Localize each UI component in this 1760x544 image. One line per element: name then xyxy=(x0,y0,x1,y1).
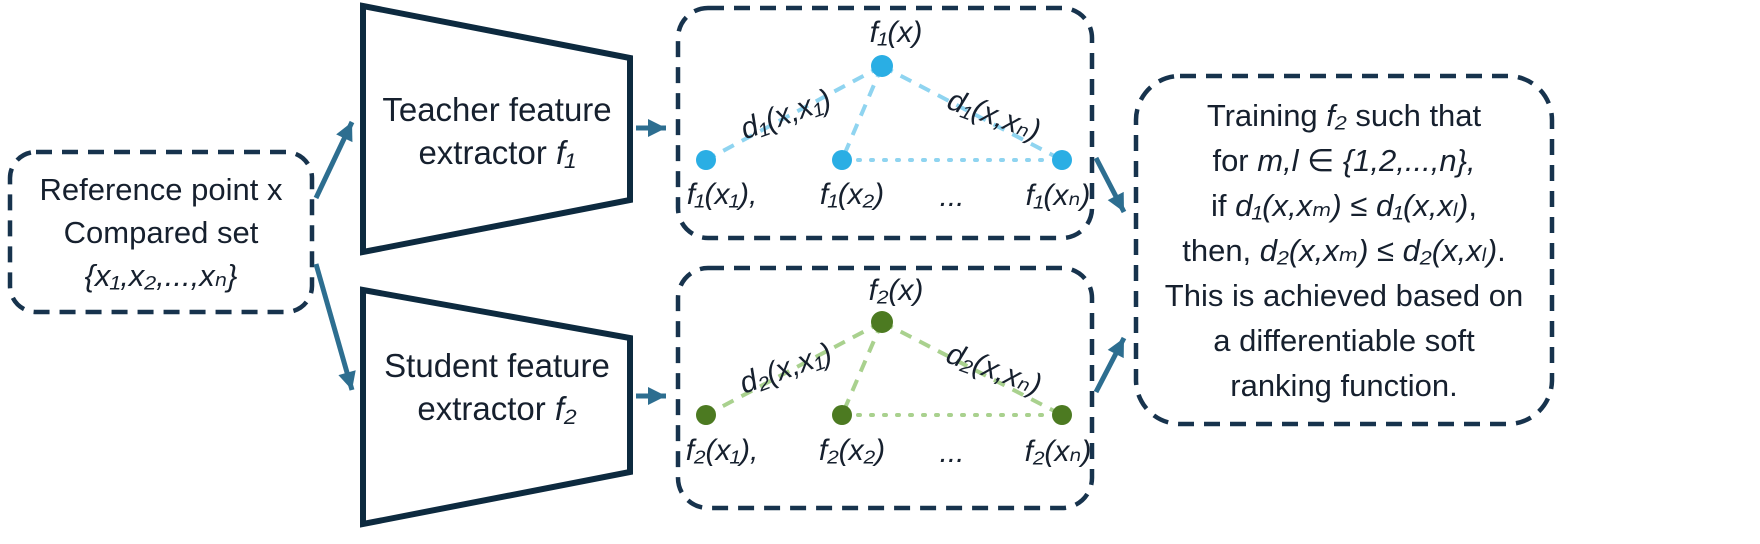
objective-line: if d₁(x,xₘ) ≤ d₁(x,xₗ), xyxy=(1210,187,1478,223)
teacher-apex-label: f₁(x) xyxy=(869,16,923,49)
teacher-point-label-1: f₁(x₁), xyxy=(686,178,758,211)
teacher-point-ellipsis: ... xyxy=(939,180,965,213)
teacher-embedding-box-outline xyxy=(675,5,1095,241)
student-point-label-n: f₂(xₙ) xyxy=(1024,435,1092,468)
student-edge-to-xn xyxy=(881,320,1063,417)
input-box-line: {x₁,x₂,...,xₙ} xyxy=(84,257,238,293)
arrow-input-to-student xyxy=(313,263,356,391)
student-apex-label: f₂(x) xyxy=(868,274,924,307)
input-box: Reference point x Compared set {x₁,x₂,..… xyxy=(10,152,312,312)
student-embedding-box-outline xyxy=(675,265,1095,511)
objective-line: This is achieved based on xyxy=(1164,277,1524,313)
teacher-extractor-line2: extractor f₁ xyxy=(418,134,576,171)
student-extractor-label: Student feature extractor f₂ xyxy=(367,344,627,430)
student-point-ellipsis: ... xyxy=(939,436,965,469)
student-point-label-1: f₂(x₁), xyxy=(685,434,759,467)
teacher-point-n xyxy=(1052,150,1072,170)
teacher-apex-point xyxy=(871,55,893,77)
objective-box: Training f₂ such that for m,l ∈ {1,2,...… xyxy=(1136,76,1552,424)
input-box-line: Reference point x xyxy=(39,171,283,207)
objective-line: a differentiable soft xyxy=(1213,322,1475,358)
teacher-extractor-label: Teacher feature extractor f₁ xyxy=(367,88,627,174)
student-apex-point xyxy=(871,311,893,333)
student-point-1 xyxy=(696,405,716,425)
objective-line: ranking function. xyxy=(1230,367,1458,403)
student-edge-to-x2 xyxy=(840,321,884,416)
objective-line: then, d₂(x,xₘ) ≤ d₂(x,xₗ). xyxy=(1182,232,1506,268)
student-point-2 xyxy=(832,405,852,425)
teacher-edge-to-xn xyxy=(881,64,1063,162)
student-extractor-shape xyxy=(360,286,633,528)
arrow-student-embedding-to-objective xyxy=(1093,336,1127,394)
teacher-point-label-2: f₁(x₂) xyxy=(819,178,885,211)
student-extractor-line1: Student feature xyxy=(384,347,610,384)
teacher-extractor-shape xyxy=(360,2,633,256)
student-extractor-line2: extractor f₂ xyxy=(417,390,577,427)
student-point-label-2: f₂(x₂) xyxy=(818,434,886,467)
teacher-edge-to-x2 xyxy=(840,65,884,161)
teacher-extractor-line1: Teacher feature xyxy=(382,91,612,128)
teacher-point-1 xyxy=(696,150,716,170)
input-box-line: Compared set xyxy=(63,214,259,250)
objective-box-outline xyxy=(1133,73,1555,427)
teacher-point-label-n: f₁(xₙ) xyxy=(1025,179,1091,212)
arrow-teacher-embedding-to-objective xyxy=(1093,156,1127,214)
student-point-n xyxy=(1052,405,1072,425)
teacher-point-2 xyxy=(832,150,852,170)
arrow-input-to-teacher xyxy=(313,120,355,200)
objective-line: Training f₂ such that xyxy=(1206,97,1482,133)
input-box-outline xyxy=(7,149,315,315)
objective-line: for m,l ∈ {1,2,...,n}, xyxy=(1212,142,1476,178)
